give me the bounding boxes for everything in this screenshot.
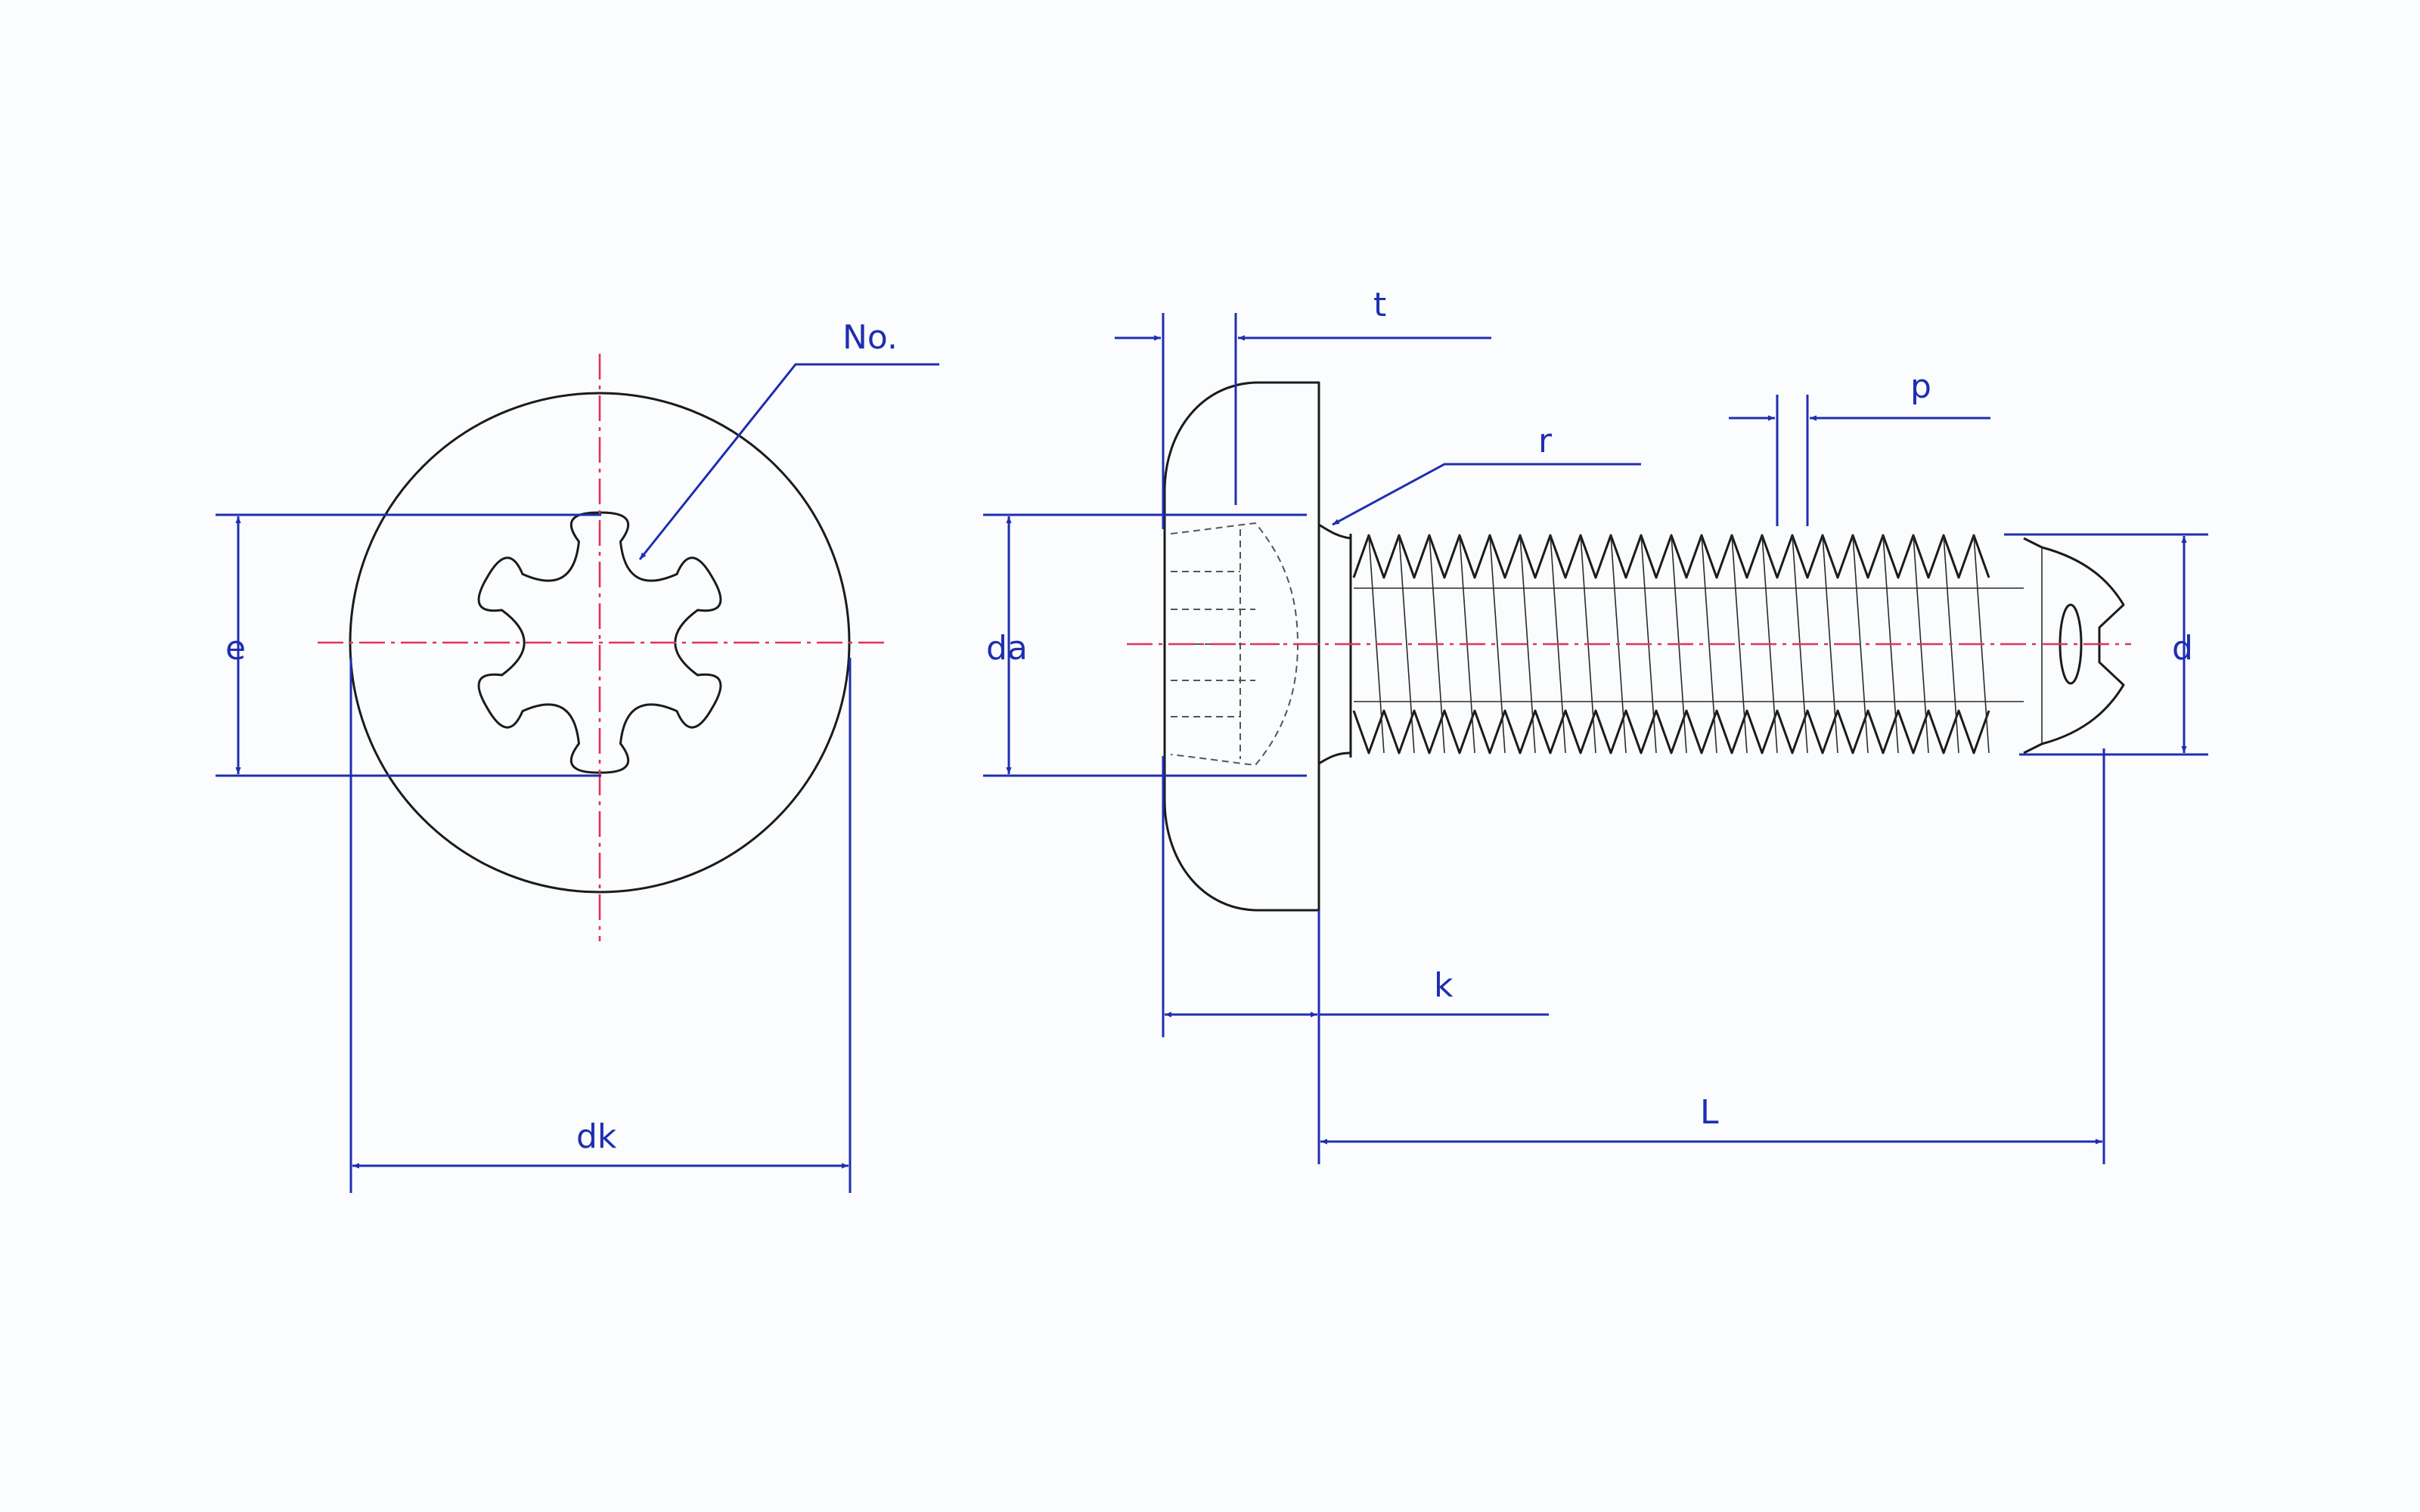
thread-flank-line — [1489, 534, 1506, 754]
L-label: L — [1700, 1093, 1719, 1132]
number-leader-line — [638, 363, 939, 560]
thread-flank-line — [1822, 534, 1838, 754]
side-view — [1127, 381, 2131, 912]
thread-flank-line — [1731, 534, 1748, 754]
thread-flank-line — [1398, 534, 1415, 754]
da-label: da — [986, 629, 1028, 668]
thread-flank-line — [1519, 534, 1536, 754]
r-leader-line — [1332, 463, 1641, 526]
t-label: t — [1373, 286, 1386, 324]
front-view — [318, 354, 885, 941]
front-dimensions: e dk No. — [216, 318, 939, 1193]
d-label: d — [2172, 629, 2193, 668]
e-label: e — [225, 629, 246, 668]
thread-flank-line — [1852, 534, 1869, 754]
r-label: r — [1538, 422, 1553, 460]
number-label: No. — [842, 318, 898, 357]
head-profile — [1163, 381, 1320, 912]
side-dimensions: t da r p d k L — [983, 286, 2208, 1164]
k-label: k — [1434, 966, 1454, 1005]
p-label: p — [1910, 367, 1931, 406]
drill-tip — [2023, 537, 2125, 754]
thread-crest-bottom — [1352, 709, 1990, 754]
dk-label: dk — [576, 1117, 617, 1156]
under-head-radius — [1318, 523, 1351, 765]
